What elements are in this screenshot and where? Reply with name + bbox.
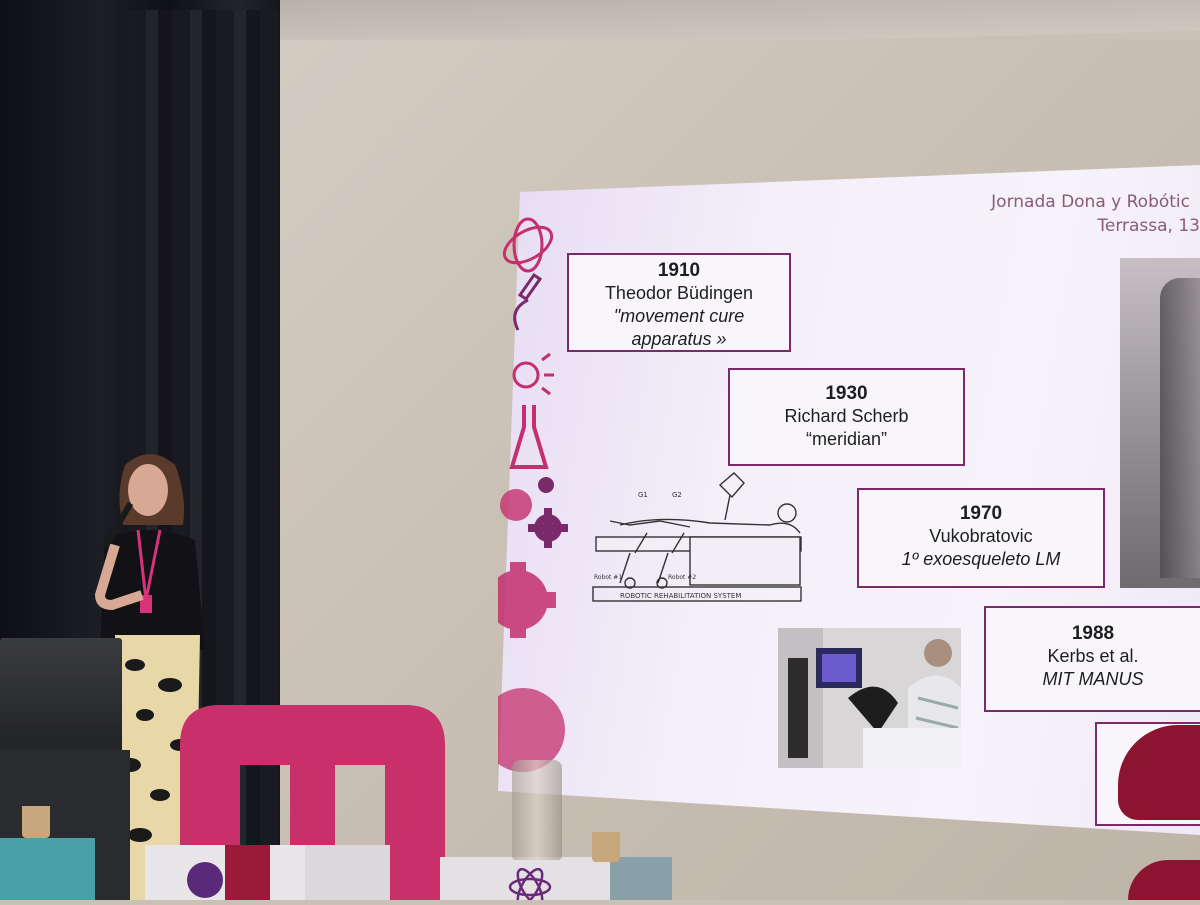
timeline-year: 1930 [825, 383, 868, 404]
flask-icon [509, 405, 549, 469]
timeline-box-1930: 1930 Richard Scherb “meridian” [728, 368, 965, 466]
mit-manus-photo [778, 628, 961, 768]
atom-icon [502, 217, 554, 273]
timeline-box-1988: 1988 Kerbs et al. MIT MANUS [984, 606, 1200, 712]
diagram-caption: ROBOTIC REHABILITATION SYSTEM [620, 592, 741, 600]
laptop [0, 638, 122, 753]
timeline-box-1970: 1970 Vukobratovic 1º exoesqueleto LM [857, 488, 1105, 588]
mit-manus-photo-scene [778, 628, 961, 768]
big-gear-icon [498, 562, 556, 638]
atom-logo-icon [508, 857, 672, 905]
display-box-left [145, 845, 390, 900]
large-letter-m-decor [180, 705, 445, 900]
diagram-label-robot1: Robot #1 [594, 574, 622, 581]
robotic-rehabilitation-diagram: G1 G2 Robot #1 Robot #2 ROBOTIC REHABILI… [592, 472, 802, 602]
paper-cup [22, 806, 50, 838]
pink-dot [500, 489, 532, 521]
diagram-label-g2: G2 [672, 491, 682, 499]
historical-photo [1120, 258, 1200, 588]
speaker-person [94, 454, 205, 900]
water-bottle [512, 760, 562, 860]
timeline-detail: MIT MANUS [1042, 669, 1144, 689]
display-box-right [440, 857, 672, 905]
slide-header-place: Terrassa, 13 [1097, 216, 1200, 236]
timeline-name: Vukobratovic [929, 526, 1033, 546]
gear-icon [528, 508, 568, 548]
timeline-detail: 1º exoesqueleto LM [901, 549, 1061, 569]
paper-cup-2 [592, 832, 620, 862]
display-box-teal [0, 838, 95, 900]
timeline-box-1910: 1910 Theodor Büdingen "movement cure app… [567, 253, 791, 352]
timeline-name: Richard Scherb [784, 406, 909, 426]
timeline-year: 1910 [657, 260, 701, 281]
timeline-detail: "movement cure [613, 306, 745, 326]
timeline-detail-2: apparatus » [631, 329, 727, 349]
display-box-graphics [187, 845, 390, 900]
diagram-label-robot2: Robot #2 [668, 574, 696, 581]
timeline-year: 1970 [959, 503, 1003, 524]
timeline-detail: “meridian” [805, 429, 888, 449]
timeline-name: Theodor Büdingen [604, 283, 754, 303]
microscope-icon [513, 272, 543, 331]
slide-decorative-strip [498, 217, 568, 772]
photo-figure [1160, 278, 1200, 578]
diagram-label-g1: G1 [638, 491, 648, 499]
slide-header-event: Jornada Dona y Robótic [991, 192, 1190, 212]
lightbulb-icon [512, 352, 554, 396]
timeline-name: Kerbs et al. [1047, 646, 1139, 666]
purple-dot [538, 477, 554, 493]
timeline-year: 1988 [1071, 623, 1115, 644]
pink-half-circle [498, 688, 565, 772]
